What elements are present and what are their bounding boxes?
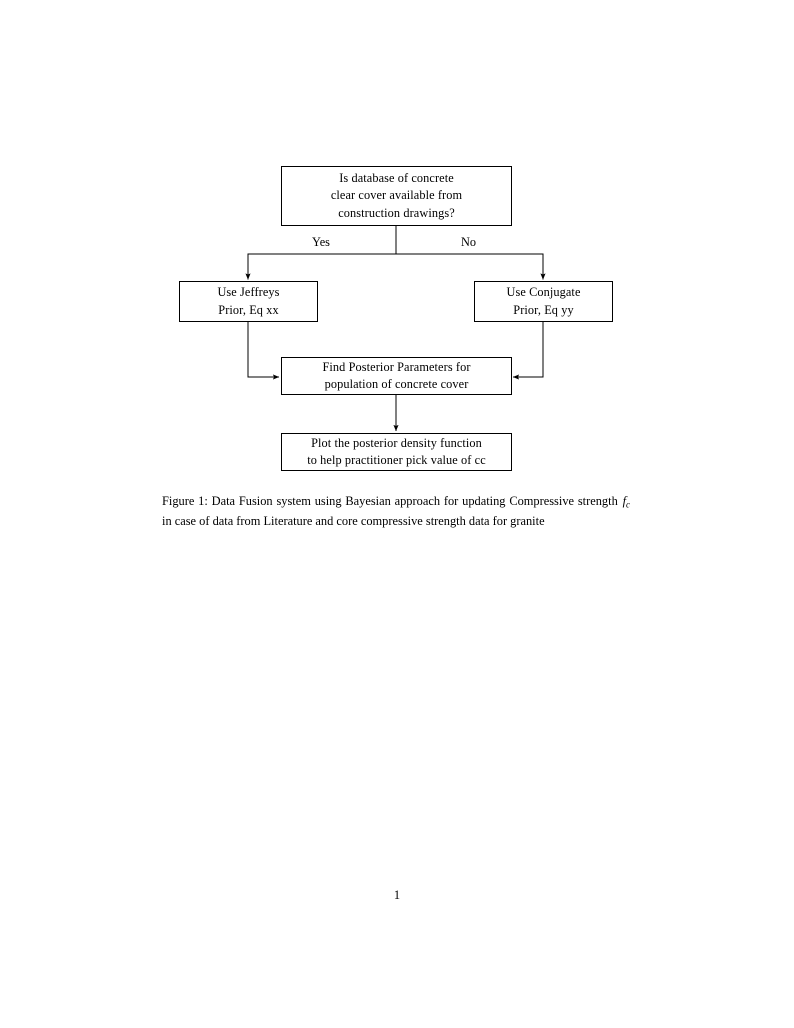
math-symbol-base: f	[622, 494, 627, 508]
connector-no-branch	[396, 253, 546, 280]
figure-caption: Figure 1: Data Fusion system using Bayes…	[162, 492, 631, 531]
figure-caption-label: Figure 1:	[162, 494, 208, 508]
node-line: Prior, Eq xx	[218, 302, 279, 317]
decision-node-database-available[interactable]: Is database of concrete clear cover avai…	[281, 166, 512, 226]
node-line: Use Conjugate	[506, 285, 581, 300]
connector-yes-branch	[245, 253, 396, 280]
node-line: Is database of concrete	[339, 170, 454, 185]
edge-label-no: No	[460, 235, 477, 249]
figure-caption-text-lead: Data Fusion system using Bayesian approa…	[207, 494, 622, 508]
process-node-find-posterior-parameters[interactable]: Find Posterior Parameters for population…	[281, 357, 512, 395]
edge-label-yes: Yes	[312, 235, 330, 249]
node-line: Plot the posterior density function	[311, 435, 482, 450]
process-node-plot-posterior-density[interactable]: Plot the posterior density function to h…	[281, 433, 512, 471]
figure-flowchart: Is database of concrete clear cover avai…	[0, 0, 794, 490]
node-line: Find Posterior Parameters for	[322, 359, 471, 374]
node-line: population of concrete cover	[324, 377, 469, 391]
node-line: Use Jeffreys	[217, 285, 280, 300]
math-symbol-subscript: c	[626, 499, 630, 510]
flowchart-connectors	[245, 226, 546, 432]
figure-caption-text-tail: in case of data from Literature and core…	[162, 514, 545, 529]
node-line: construction drawings?	[338, 205, 455, 220]
node-line: Prior, Eq yy	[513, 302, 574, 317]
node-line: to help practitioner pick value of cc	[307, 453, 486, 467]
page-number: 1	[393, 888, 401, 902]
process-node-jeffreys-prior[interactable]: Use Jeffreys Prior, Eq xx	[179, 281, 318, 322]
node-line: clear cover available from	[330, 188, 463, 203]
math-symbol-fc: fc	[622, 494, 631, 510]
process-node-conjugate-prior[interactable]: Use Conjugate Prior, Eq yy	[474, 281, 613, 322]
connector-conjugate-to-posterior	[512, 322, 544, 380]
connector-jeffreys-to-posterior	[247, 322, 280, 380]
